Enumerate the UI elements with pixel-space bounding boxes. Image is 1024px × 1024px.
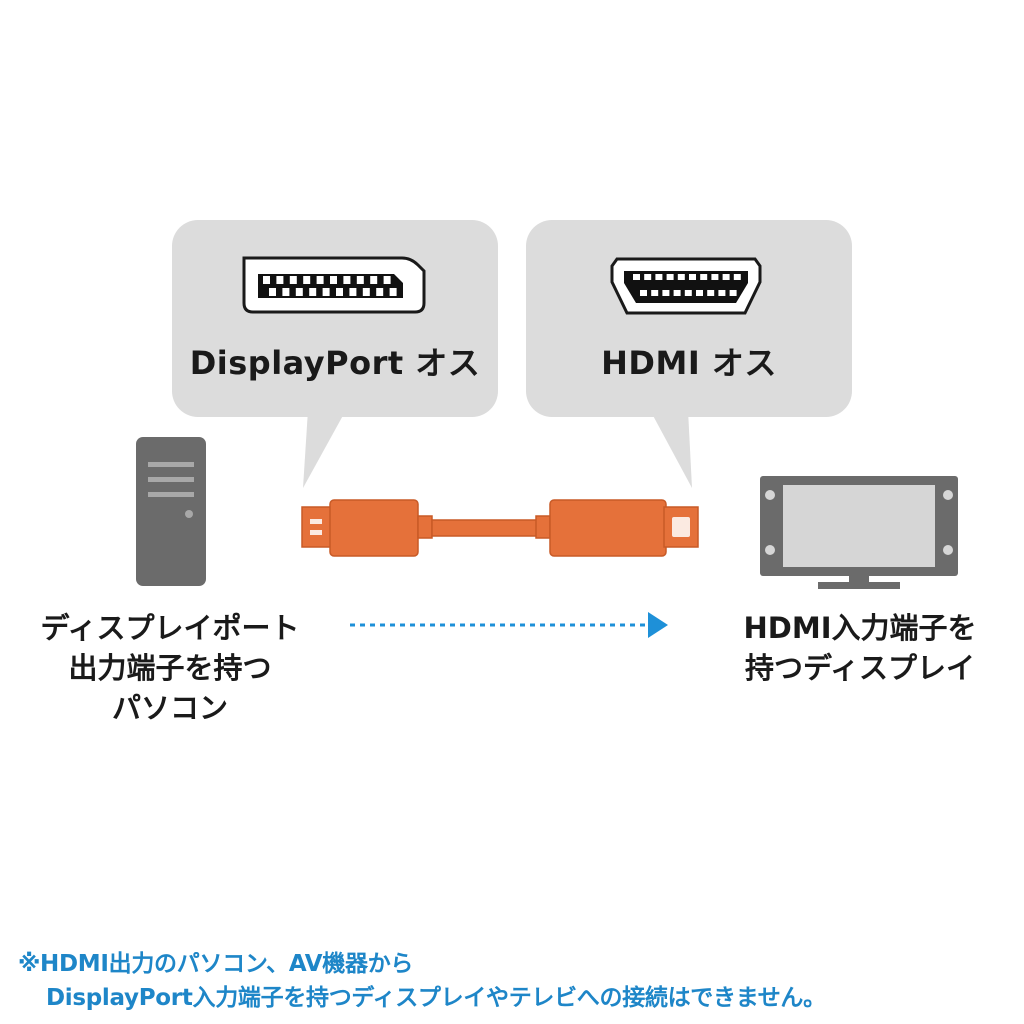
port-pin — [689, 274, 696, 280]
port-pin — [655, 274, 663, 280]
port-pin — [289, 276, 297, 284]
port-pin — [336, 288, 343, 296]
port-pin — [376, 288, 384, 296]
port-pin — [309, 288, 317, 296]
port-pin — [389, 288, 397, 296]
port-pin — [651, 290, 659, 296]
port-pin — [276, 276, 284, 284]
port-pin — [640, 290, 647, 296]
monitor-icon — [760, 476, 958, 589]
direction-arrow — [350, 612, 668, 638]
compatibility-note-line2: DisplayPort入力端子を持つディスプレイやテレビへの接続はできません。 — [46, 985, 826, 1011]
port-pin — [263, 276, 270, 284]
port-pin — [282, 288, 290, 296]
port-pin — [729, 290, 737, 296]
port-pin — [700, 274, 708, 280]
pc-tower-icon — [136, 437, 206, 586]
port-pin — [633, 274, 640, 280]
compatibility-note-line1: ※HDMI出力のパソコン、AV機器から — [18, 951, 414, 977]
port-pin — [349, 288, 357, 296]
port-pin — [666, 274, 674, 280]
display-description: HDMI入力端子を 持つディスプレイ — [743, 611, 977, 685]
port-pin — [644, 274, 652, 280]
port-pin — [733, 274, 741, 280]
port-pin — [673, 290, 681, 296]
displayport-port-icon — [242, 256, 426, 314]
port-pin — [295, 288, 303, 296]
pc-description: ディスプレイポート 出力端子を持つ パソコン — [40, 611, 300, 725]
port-pin — [362, 288, 370, 296]
port-pin — [330, 276, 337, 284]
hdmi-male-label: HDMI オス — [601, 344, 777, 382]
port-pin — [269, 288, 276, 296]
port-pin — [356, 276, 364, 284]
hdmi-bubble — [526, 220, 852, 488]
hdmi-port-icon — [610, 257, 762, 315]
port-pin — [343, 276, 351, 284]
port-pin — [718, 290, 726, 296]
port-pin — [662, 290, 670, 296]
port-pin — [677, 274, 685, 280]
port-pin — [322, 288, 330, 296]
port-pin — [370, 276, 378, 284]
port-pin — [696, 290, 703, 296]
port-pin — [707, 290, 715, 296]
port-pin — [722, 274, 730, 280]
port-pin — [711, 274, 719, 280]
port-pin — [303, 276, 311, 284]
port-pin — [316, 276, 324, 284]
displayport-hdmi-cable — [301, 499, 699, 557]
port-pin — [684, 290, 692, 296]
port-pin — [383, 276, 391, 284]
displayport-male-label: DisplayPort オス — [189, 344, 481, 382]
